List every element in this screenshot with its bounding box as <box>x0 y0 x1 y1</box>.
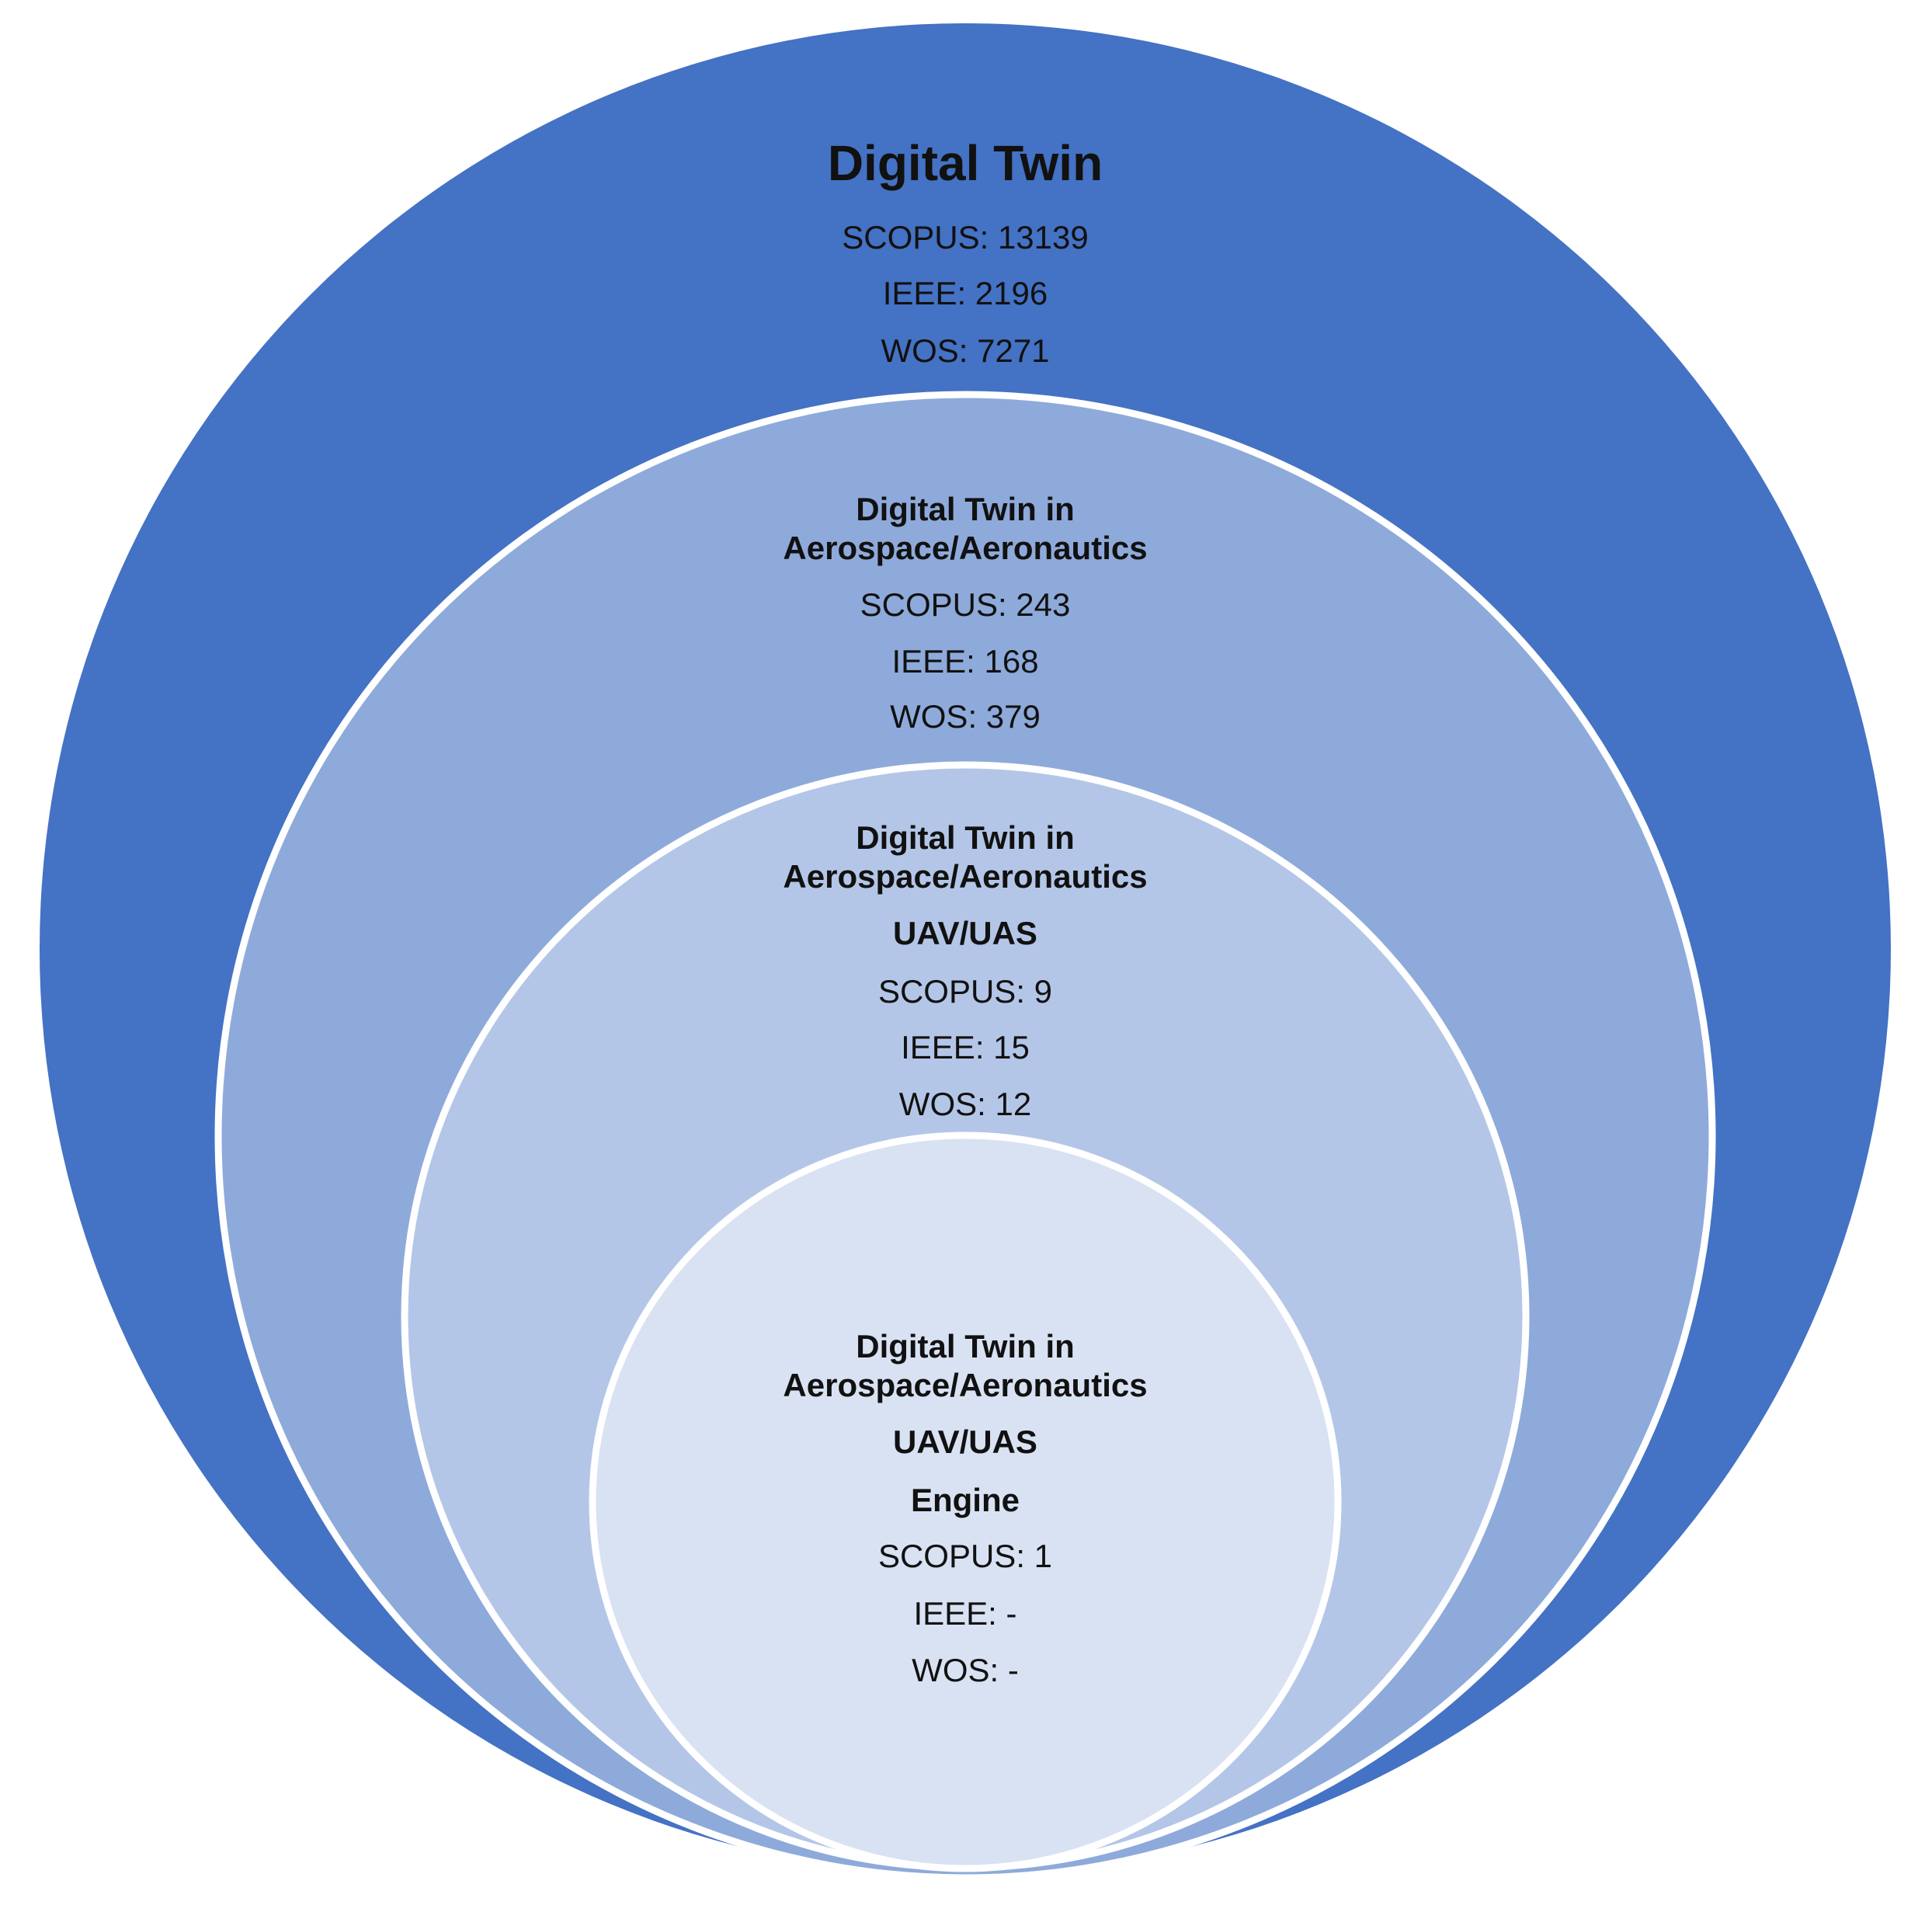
circle-uav-heading-2: Aerospace/Aeronautics <box>783 858 1147 895</box>
circle-uav-ieee: IEEE: 15 <box>901 1029 1030 1065</box>
circle-uav-heading-1: Digital Twin in <box>856 819 1075 856</box>
circle-digital-twin-heading-1: Digital Twin <box>828 135 1103 191</box>
circle-engine: Digital Twin in Aerospace/Aeronautics UA… <box>589 1132 1342 1872</box>
circle-uav-wos: WOS: 12 <box>899 1086 1031 1122</box>
circle-engine-heading-4: Engine <box>911 1482 1020 1518</box>
circle-aerospace-heading-2: Aerospace/Aeronautics <box>783 530 1147 566</box>
circle-engine-heading-2: Aerospace/Aeronautics <box>783 1367 1147 1403</box>
circle-aerospace-scopus: SCOPUS: 243 <box>860 586 1071 623</box>
circle-aerospace-ieee: IEEE: 168 <box>891 643 1038 680</box>
circle-digital-twin-scopus: SCOPUS: 13139 <box>842 219 1089 256</box>
circle-engine-scopus: SCOPUS: 1 <box>878 1538 1052 1574</box>
circle-engine-heading-3: UAV/UAS <box>893 1424 1037 1460</box>
circle-aerospace-wos: WOS: 379 <box>890 698 1041 735</box>
circle-engine-ieee: IEEE: - <box>913 1595 1016 1632</box>
circle-digital-twin-wos: WOS: 7271 <box>881 332 1049 369</box>
circle-uav-heading-3: UAV/UAS <box>893 915 1037 951</box>
circle-aerospace-heading-1: Digital Twin in <box>856 491 1075 527</box>
circle-uav-scopus: SCOPUS: 9 <box>878 973 1052 1010</box>
circle-engine-heading-1: Digital Twin in <box>856 1328 1075 1364</box>
circle-digital-twin-ieee: IEEE: 2196 <box>883 275 1048 311</box>
circle-engine-wos: WOS: - <box>912 1652 1019 1688</box>
circle-engine-shape <box>589 1132 1342 1872</box>
